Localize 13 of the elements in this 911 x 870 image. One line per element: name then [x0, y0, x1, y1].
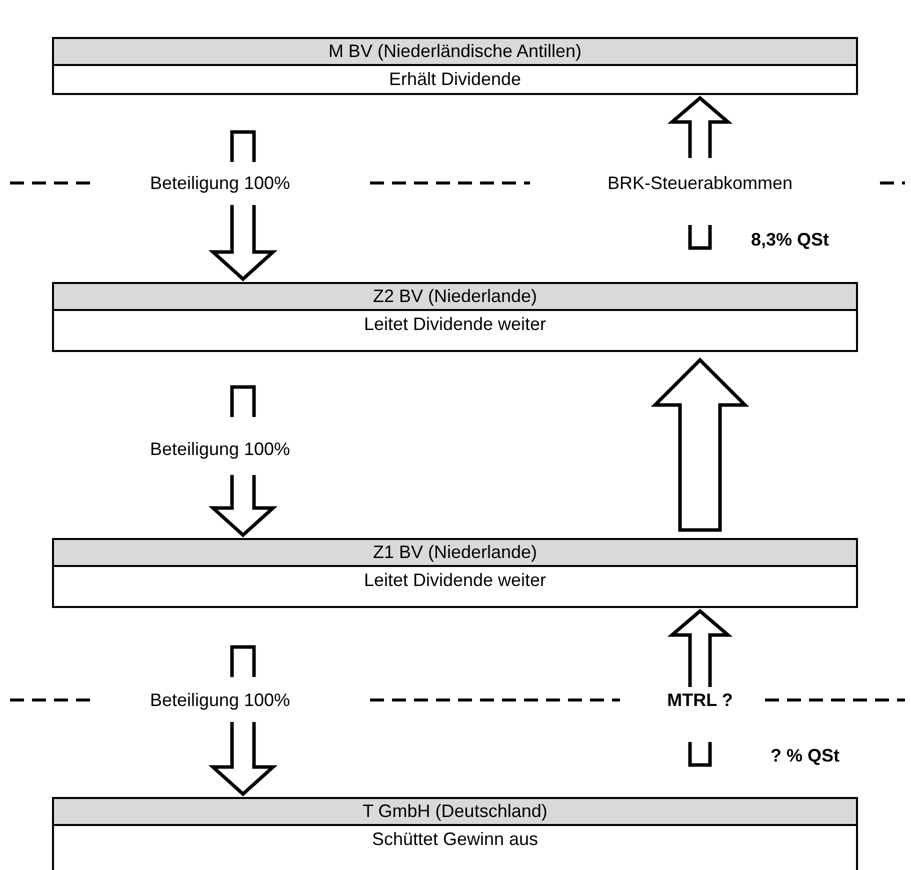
entity-header: T GmbH (Deutschland): [54, 799, 856, 826]
entity-box: [52, 37, 858, 95]
entity-description: Leitet Dividende weiter: [362, 313, 548, 336]
entity-header: Z2 BV (Niederlande): [54, 284, 856, 311]
entity-box: [52, 282, 858, 352]
entity-box: [52, 538, 858, 608]
entity-description: Leitet Dividende weiter: [362, 569, 548, 592]
entity-header: Z1 BV (Niederlande): [54, 540, 856, 567]
entity-description: Erhält Dividende: [388, 68, 522, 91]
block-arrow: [650, 358, 750, 532]
entity-description: Schüttet Gewinn aus: [370, 828, 540, 851]
entity-box: [52, 797, 858, 870]
entity-header: M BV (Niederländische Antillen): [54, 39, 856, 66]
